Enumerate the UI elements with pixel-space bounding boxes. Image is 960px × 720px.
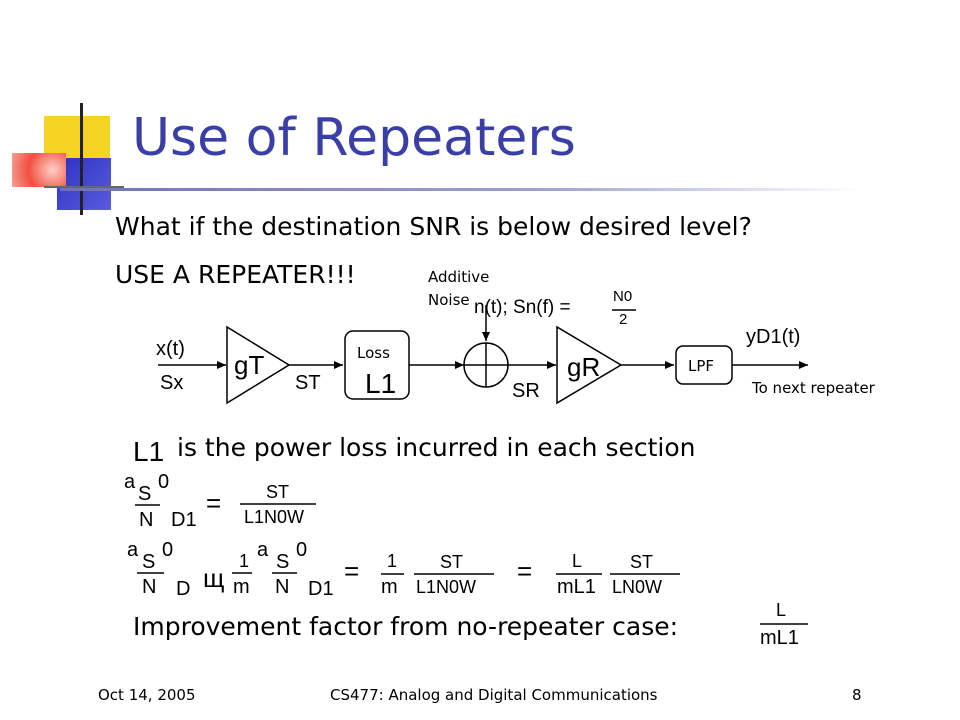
- next-repeater-label: To next repeater: [752, 379, 875, 397]
- loss-box-symbol: L1: [365, 368, 397, 399]
- loss-description: is the power loss incurred in each secti…: [177, 433, 696, 462]
- deco-vertical-line: [80, 103, 83, 215]
- tx-gain-label: gT: [234, 350, 265, 380]
- footer-date: Oct 14, 2005: [98, 686, 196, 704]
- bullet-use-repeater: USE A REPEATER!!!: [115, 260, 356, 289]
- noise-psd-denominator: 2: [619, 311, 628, 328]
- deco-blue-block: [57, 158, 111, 210]
- rx-amplifier: [556, 325, 623, 405]
- tx-power-label: ST: [295, 372, 321, 394]
- output-signal-label: yD1(t): [746, 326, 801, 348]
- rx-power-label: SR: [512, 380, 540, 402]
- input-power-label: Sx: [160, 372, 184, 394]
- lpf-label: LPF: [688, 357, 715, 375]
- tx-amplifier: [226, 325, 291, 405]
- noise-psd-numerator: N0: [613, 288, 633, 305]
- improvement-description: Improvement factor from no-repeater case…: [133, 612, 679, 641]
- noise-label: Noise: [428, 291, 470, 309]
- rx-gain-label: gR: [567, 352, 601, 382]
- slide-title: Use of Repeaters: [132, 108, 576, 168]
- bullet-question: What if the destination SNR is below des…: [115, 212, 752, 241]
- noise-psd-expression: n(t); Sn(f) =: [474, 297, 571, 318]
- footer-page-number: 8: [852, 686, 862, 704]
- title-underline: [60, 188, 860, 191]
- deco-red-block: [12, 153, 66, 187]
- deco-horizontal-line: [44, 186, 124, 188]
- loss-symbol-inline: L1: [133, 436, 165, 467]
- loss-box-label: Loss: [357, 344, 390, 362]
- input-signal-label: x(t): [156, 338, 185, 360]
- footer-course: CS477: Analog and Digital Communications: [330, 686, 658, 704]
- additive-label: Additive: [428, 268, 490, 286]
